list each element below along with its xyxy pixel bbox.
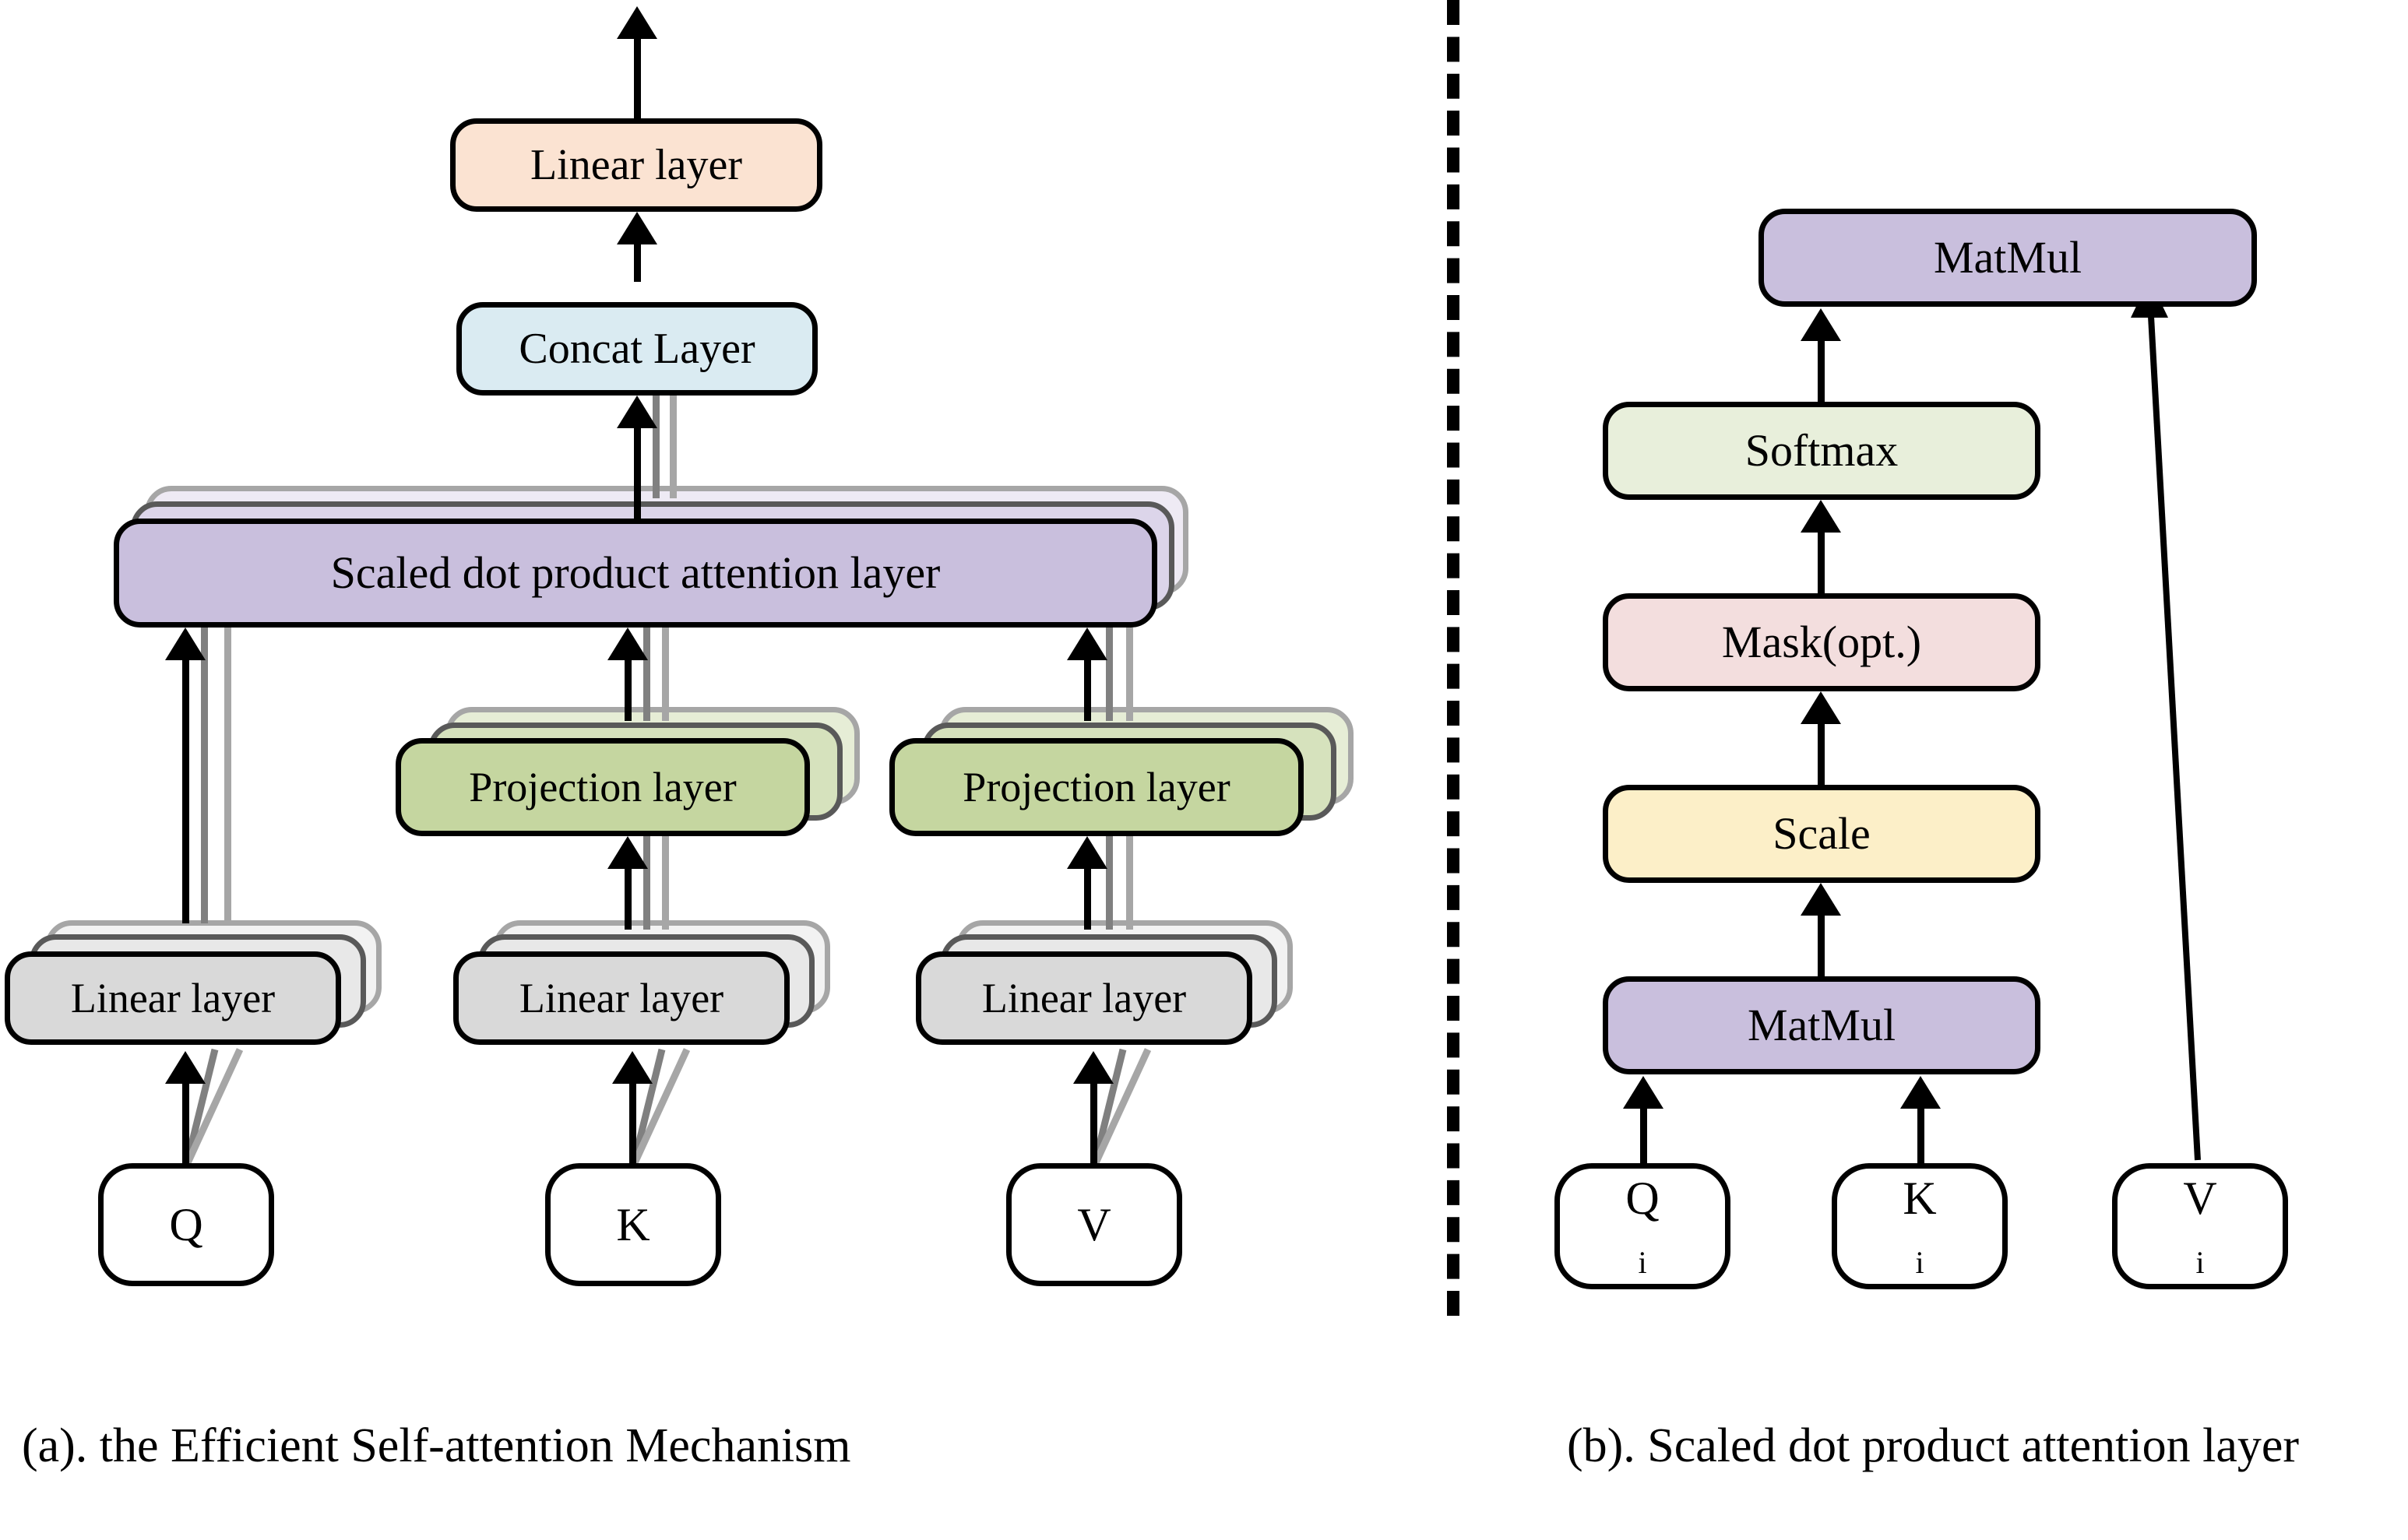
q-linear-to-attention-shaft [182, 657, 189, 923]
caption-panel-a: (a). the Efficient Self-attention Mechan… [22, 1419, 851, 1472]
panel-divider [1447, 0, 1459, 1316]
k-linear-to-projection-head [607, 836, 648, 869]
node-input-k-label: K [616, 1198, 650, 1250]
attention-to-concat-head [617, 396, 657, 428]
mask-to-softmax-shaft [1818, 531, 1825, 593]
v-linear-to-projection-stack-line-2 [1126, 836, 1133, 930]
v-projection-to-attention-head [1067, 628, 1107, 660]
node-output-linear-layer[interactable]: Linear layer [450, 118, 822, 212]
ki-to-matmul-shaft [1917, 1106, 1924, 1166]
k-to-linear-shaft [629, 1082, 636, 1168]
node-projection-layer-k-label: Projection layer [469, 763, 737, 810]
node-scaled-dot-product-attention-layer[interactable]: Scaled dot product attention layer [114, 519, 1157, 628]
node-scale-label: Scale [1773, 807, 1871, 859]
node-output-linear-layer-label: Linear layer [530, 140, 743, 189]
v-projection-to-attention-stack-line-1 [1106, 628, 1113, 721]
ki-to-matmul-head [1900, 1076, 1941, 1109]
qi-to-matmul-shaft [1640, 1106, 1647, 1166]
matmul-bottom-to-scale-head [1801, 883, 1841, 916]
k-projection-to-attention-shaft [625, 657, 632, 721]
caption-panel-b: (b). Scaled dot product attention layer [1567, 1419, 2300, 1472]
softmax-to-matmul-top-shaft [1818, 339, 1825, 402]
v-projection-to-attention-shaft [1084, 657, 1091, 721]
scale-to-mask-head [1801, 691, 1841, 724]
node-softmax-label: Softmax [1744, 424, 1899, 476]
output-arrow-shaft [634, 26, 641, 118]
node-matmul-top-label: MatMul [1933, 231, 2082, 283]
node-linear-layer-q-label: Linear layer [70, 974, 276, 1021]
concat-to-linear-shaft [634, 241, 641, 282]
node-mask[interactable]: Mask(opt.) [1603, 593, 2040, 691]
mask-to-softmax-head [1801, 500, 1841, 533]
v-projection-to-attention-stack-line-2 [1126, 628, 1133, 721]
v-to-linear-shaft [1090, 1082, 1097, 1168]
v-linear-to-projection-shaft [1084, 866, 1091, 930]
q-linear-to-attention-stack-line-1 [201, 628, 208, 923]
node-projection-layer-k[interactable]: Projection layer [396, 738, 810, 836]
q-linear-to-attention-stack-line-2 [224, 628, 231, 923]
attention-to-concat-stack-line-1 [653, 396, 660, 498]
node-input-v-label: V [1077, 1198, 1111, 1250]
node-linear-layer-q[interactable]: Linear layer [5, 951, 341, 1045]
node-input-v[interactable]: V [1006, 1163, 1182, 1286]
node-input-k[interactable]: K [545, 1163, 721, 1286]
k-projection-to-attention-stack-line-2 [662, 628, 669, 721]
node-matmul-bottom-label: MatMul [1747, 999, 1896, 1050]
softmax-to-matmul-top-head [1801, 308, 1841, 341]
node-concat-layer[interactable]: Concat Layer [456, 302, 818, 396]
output-arrow-head [617, 6, 657, 39]
concat-to-linear-head [617, 212, 657, 244]
qi-to-matmul-head [1623, 1076, 1663, 1109]
k-linear-to-projection-stack-line-2 [662, 836, 669, 930]
node-matmul-top[interactable]: MatMul [1758, 209, 2257, 307]
q-to-linear-head [165, 1051, 206, 1084]
node-linear-layer-k-label: Linear layer [519, 974, 724, 1021]
node-linear-layer-v[interactable]: Linear layer [916, 951, 1252, 1045]
node-mask-label: Mask(opt.) [1721, 616, 1922, 667]
q-to-linear-shaft [182, 1082, 189, 1168]
node-linear-layer-k[interactable]: Linear layer [453, 951, 790, 1045]
v-linear-to-projection-head [1067, 836, 1107, 869]
matmul-bottom-to-scale-shaft [1818, 914, 1825, 976]
k-linear-to-projection-stack-line-1 [643, 836, 650, 930]
node-matmul-bottom[interactable]: MatMul [1603, 976, 2040, 1074]
v-to-linear-head [1073, 1051, 1114, 1084]
scale-to-mask-shaft [1818, 723, 1825, 785]
node-scale[interactable]: Scale [1603, 785, 2040, 883]
v-linear-to-projection-stack-line-1 [1106, 836, 1113, 930]
node-linear-layer-v-label: Linear layer [981, 974, 1187, 1021]
k-projection-to-attention-stack-line-1 [643, 628, 650, 721]
node-scaled-dot-product-attention-layer-label: Scaled dot product attention layer [330, 547, 941, 598]
node-concat-layer-label: Concat Layer [519, 324, 755, 373]
k-to-linear-head [612, 1051, 653, 1084]
q-linear-to-attention-head [165, 628, 206, 660]
k-linear-to-projection-shaft [625, 866, 632, 930]
attention-to-concat-shaft [634, 425, 641, 526]
node-softmax[interactable]: Softmax [1603, 402, 2040, 500]
attention-to-concat-stack-line-2 [670, 396, 677, 498]
k-projection-to-attention-head [607, 628, 648, 660]
node-input-q-label: Q [169, 1198, 203, 1250]
node-projection-layer-v[interactable]: Projection layer [889, 738, 1304, 836]
node-projection-layer-v-label: Projection layer [963, 763, 1230, 810]
node-input-q[interactable]: Q [98, 1163, 274, 1286]
